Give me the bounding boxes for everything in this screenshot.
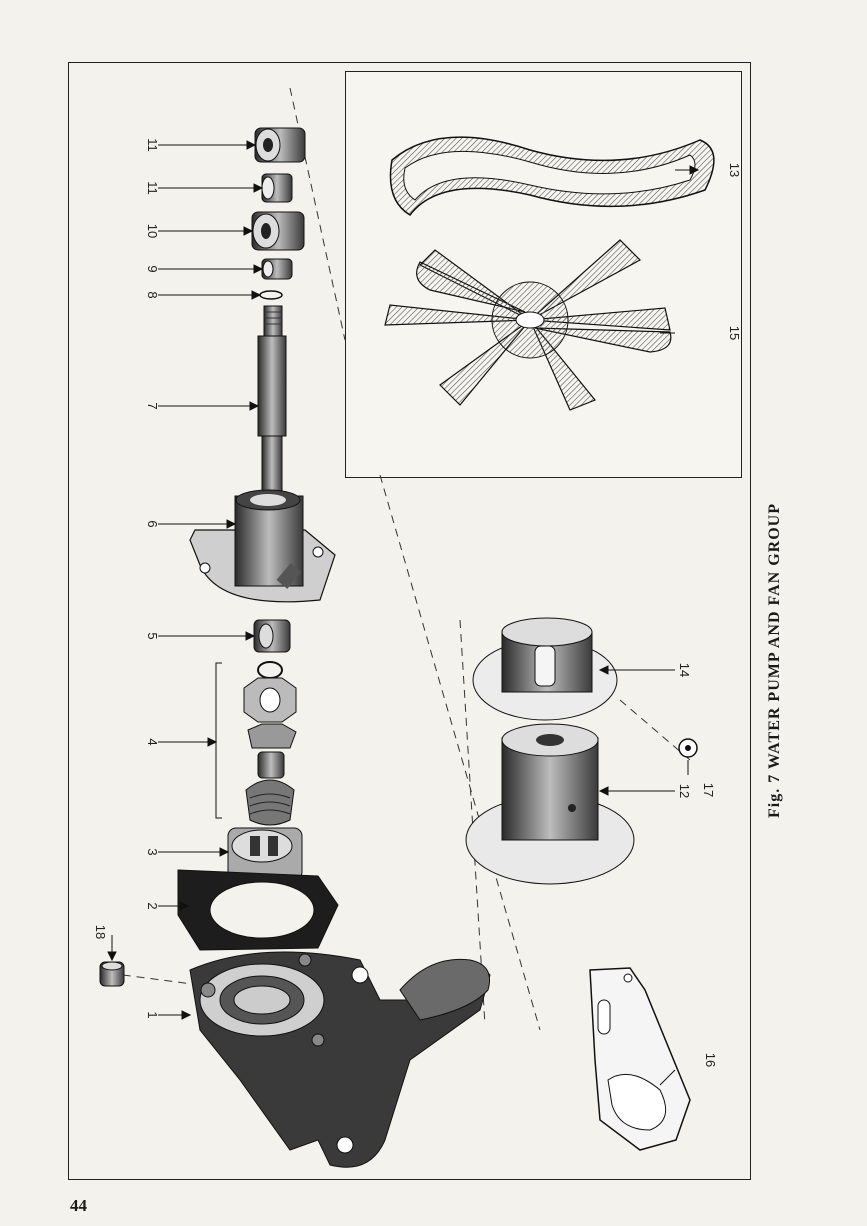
gasket-2: [178, 870, 338, 950]
callout-18: 18: [93, 925, 108, 939]
seal-assembly-4: [244, 662, 296, 825]
callout-14: 14: [677, 663, 692, 677]
bearing-10-top: [255, 128, 305, 162]
bearing-10-lower: [252, 212, 304, 250]
callout-7: 7: [145, 402, 160, 409]
snap-ring-8: [260, 291, 282, 299]
figure-caption-text: Fig. 7 WATER PUMP AND FAN GROUP: [766, 468, 784, 818]
bush-5: [254, 620, 290, 652]
fan-belt-13: [390, 137, 713, 215]
callout-1: 1: [145, 1011, 160, 1018]
callout-9: 9: [145, 265, 160, 272]
callout-10-top: 11: [145, 138, 160, 152]
callout-6: 6: [145, 520, 160, 527]
callout-2: 2: [145, 902, 160, 909]
washer-17: [679, 739, 697, 757]
bracket-4: [216, 663, 222, 818]
shaft-7: [258, 306, 286, 496]
callout-15: 15: [727, 326, 742, 340]
callout-3: 3: [145, 848, 160, 855]
bracket-plate-16: [590, 968, 690, 1150]
callout-13: 13: [727, 163, 742, 177]
callout-10-lower: 10: [145, 224, 160, 238]
callout-16: 16: [703, 1053, 718, 1067]
fan-hub-14: [473, 618, 617, 720]
callout-12: 12: [677, 784, 692, 798]
page-number: 44: [70, 1196, 87, 1216]
callout-11: 11: [145, 181, 160, 195]
drain-plug-18: [100, 962, 124, 986]
callout-17: 17: [701, 783, 716, 797]
washer-9: [262, 259, 292, 279]
callout-8: 8: [145, 291, 160, 298]
spacer-11: [262, 174, 292, 202]
pulley-12: [466, 724, 634, 884]
fan-15: [385, 240, 671, 410]
callout-4: 4: [145, 738, 160, 745]
pump-body-1: [190, 952, 490, 1167]
bearing-housing-6: [190, 490, 335, 602]
callout-5: 5: [145, 632, 160, 639]
figure-caption: Fig. 7 WATER PUMP AND FAN GROUP: [766, 468, 792, 818]
